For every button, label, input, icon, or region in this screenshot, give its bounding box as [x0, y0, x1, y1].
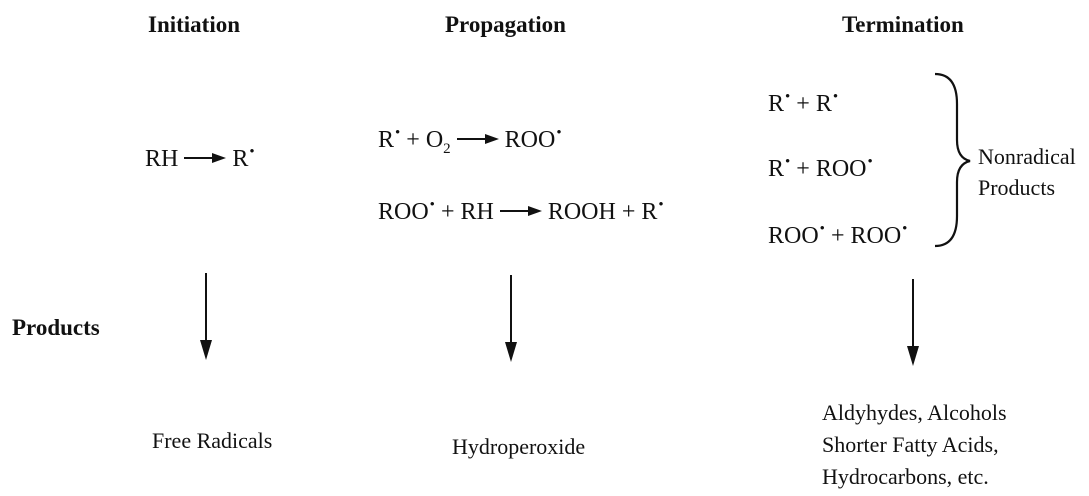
term1-a: R	[768, 91, 785, 117]
radical-dot: •	[429, 197, 435, 213]
prop2-reactant: ROO	[378, 199, 429, 225]
reaction-arrow-icon	[184, 153, 227, 164]
down-arrow-icon	[200, 273, 212, 360]
nonradical-label-line2: Products	[978, 175, 1055, 200]
radical-dot: •	[395, 125, 401, 141]
oxygen-subscript: 2	[443, 141, 451, 157]
term2-a: R	[768, 156, 785, 182]
down-arrow-icon	[505, 275, 517, 362]
product-initiation: Free Radicals	[152, 428, 273, 453]
products-header: Products	[12, 315, 100, 340]
prop1-oxygen: + O	[406, 127, 444, 153]
prop1-product: ROO	[504, 127, 556, 153]
radical-dot: •	[249, 144, 255, 160]
initiation-header: Initiation	[148, 12, 241, 37]
initiation-reactant: RH	[145, 146, 179, 172]
down-arrow-icon	[907, 279, 919, 366]
propagation-header: Propagation	[445, 12, 566, 37]
radical-dot: •	[785, 154, 791, 170]
product-termination-line3: Hydrocarbons, etc.	[822, 464, 989, 489]
prop2-product: ROOH + R	[547, 199, 658, 225]
termination-equation-2: R• + ROO•	[768, 154, 873, 182]
prop1-reactant: R	[378, 127, 395, 153]
radical-dot: •	[819, 221, 825, 237]
term2-b: + ROO	[796, 156, 867, 182]
prop2-reactant-b: + RH	[440, 199, 494, 225]
termination-equation-1: R• + R•	[768, 89, 839, 117]
term1-b: + R	[796, 91, 832, 117]
product-propagation: Hydroperoxide	[452, 434, 586, 459]
radical-dot: •	[658, 197, 664, 213]
product-termination-line1: Aldyhydes, Alcohols	[822, 400, 1007, 425]
radical-dot: •	[867, 154, 873, 170]
term3-a: ROO	[768, 223, 819, 249]
reaction-arrow-icon	[456, 134, 499, 145]
termination-header: Termination	[842, 12, 964, 37]
radical-dot: •	[832, 89, 839, 105]
initiation-equation: RH R•	[145, 144, 255, 172]
radical-dot: •	[556, 125, 562, 141]
term3-b: + ROO	[830, 223, 902, 249]
radical-dot: •	[902, 221, 908, 237]
product-termination-line2: Shorter Fatty Acids,	[822, 432, 999, 457]
radical-dot: •	[785, 89, 791, 105]
reaction-arrow-icon	[499, 206, 542, 217]
termination-equation-3: ROO• + ROO•	[768, 221, 908, 249]
initiation-product: R	[232, 146, 249, 172]
termination-brace	[934, 72, 971, 248]
nonradical-label-line1: Nonradical	[978, 144, 1076, 169]
